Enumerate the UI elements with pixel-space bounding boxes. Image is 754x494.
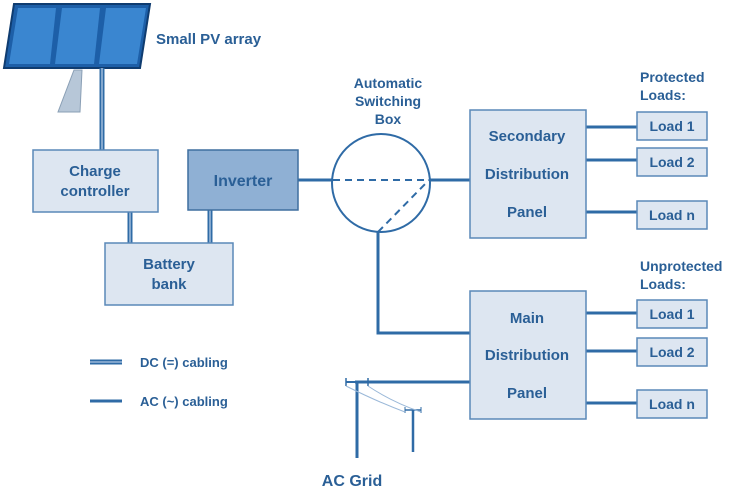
utility-pole-icon: [345, 378, 422, 458]
legend-dc-label: DC (=) cabling: [140, 355, 228, 370]
secondary-panel-label-1: Secondary: [489, 128, 566, 145]
unprotected-loads: Unprotected Loads: Load 1 Load 2 Load n: [636, 258, 722, 419]
protected-load-2: Load 2: [649, 154, 694, 170]
switch-box-label-3: Box: [375, 111, 402, 127]
battery-label-2: bank: [151, 276, 187, 293]
inverter: Inverter: [187, 149, 299, 211]
charge-controller: Charge controller: [32, 149, 159, 213]
unprotected-load-n: Load n: [649, 396, 695, 412]
protected-loads-title-1: Protected: [640, 69, 705, 85]
protected-loads-title-2: Loads:: [640, 87, 686, 103]
protected-load-n: Load n: [649, 207, 695, 223]
secondary-panel-label-3: Panel: [507, 204, 547, 221]
legend-ac-label: AC (~) cabling: [140, 394, 228, 409]
main-panel-label-2: Distribution: [485, 347, 569, 364]
battery-label-1: Battery: [143, 256, 195, 273]
switch-contact-lower: [377, 179, 430, 233]
charge-controller-label-2: controller: [60, 183, 129, 200]
unprotected-load-2: Load 2: [649, 344, 694, 360]
battery-bank: Battery bank: [104, 242, 234, 306]
switch-box-label-1: Automatic: [354, 75, 423, 91]
legend: DC (=) cabling AC (~) cabling: [90, 355, 228, 409]
protected-loads: Protected Loads: Load 1 Load 2 Load n: [636, 69, 708, 230]
unprotected-loads-title-1: Unprotected: [640, 258, 722, 274]
switch-box-label-2: Switching: [355, 93, 421, 109]
main-distribution-panel: Main Distribution Panel: [469, 290, 587, 420]
main-panel-label-1: Main: [510, 310, 544, 327]
main-panel-label-3: Panel: [507, 385, 547, 402]
dc-cabling: [99, 68, 213, 243]
ac-cable-switch-to-main: [376, 232, 470, 335]
unprotected-loads-title-2: Loads:: [640, 276, 686, 292]
ac-cabling: [298, 125, 637, 405]
protected-load-1: Load 1: [649, 118, 694, 134]
inverter-label: Inverter: [214, 173, 273, 190]
charge-controller-label-1: Charge: [69, 163, 121, 180]
automatic-switching-box: Automatic Switching Box: [331, 75, 431, 233]
secondary-panel-label-2: Distribution: [485, 166, 569, 183]
unprotected-load-1: Load 1: [649, 306, 694, 322]
secondary-distribution-panel: Secondary Distribution Panel: [469, 109, 587, 239]
ac-grid-label: AC Grid: [322, 473, 382, 490]
pv-array-label: Small PV array: [156, 31, 262, 48]
solar-panel-icon: [2, 3, 152, 113]
